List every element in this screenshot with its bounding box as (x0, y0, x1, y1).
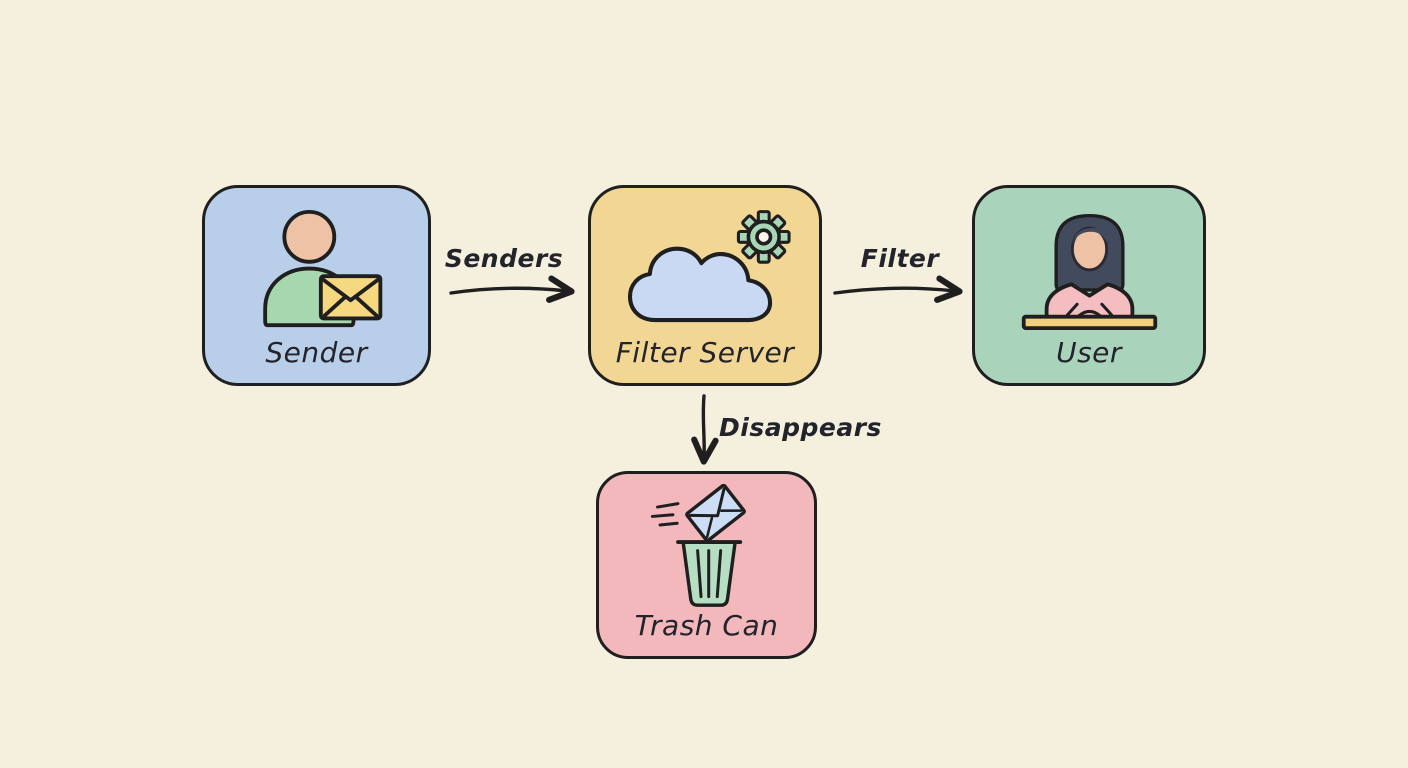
person-at-desk-icon (1018, 188, 1161, 339)
hands (1065, 302, 1113, 317)
desk (1021, 314, 1157, 330)
edge-label-disappears: Disappears (719, 413, 882, 442)
arrow-filter-to-trash (691, 394, 719, 465)
trash-envelope-icon (647, 474, 767, 612)
node-sender-label: Sender (265, 336, 368, 369)
can-ribs (695, 549, 722, 599)
edge-label-senders: Senders (444, 244, 564, 273)
cloud (627, 246, 773, 322)
face (1070, 226, 1108, 271)
node-filter-server: Filter Server (588, 185, 822, 386)
arrow-filter-to-user (833, 275, 963, 303)
node-trash-can: Trash Can (596, 471, 817, 659)
falling-envelope (684, 484, 746, 543)
person-envelope-icon (240, 188, 394, 339)
bangs (1071, 227, 1107, 244)
node-user-label: User (1056, 336, 1122, 369)
node-user: User (972, 185, 1206, 386)
motion-lines (650, 502, 679, 527)
cloud-gear-icon (619, 188, 791, 339)
arrow-sender-to-filter (449, 275, 575, 303)
gear (736, 209, 791, 264)
edge-label-filter: Filter (860, 244, 940, 273)
node-filter-server-label: Filter Server (615, 336, 795, 369)
node-sender: Sender (202, 185, 431, 386)
node-trash-can-label: Trash Can (634, 609, 779, 642)
